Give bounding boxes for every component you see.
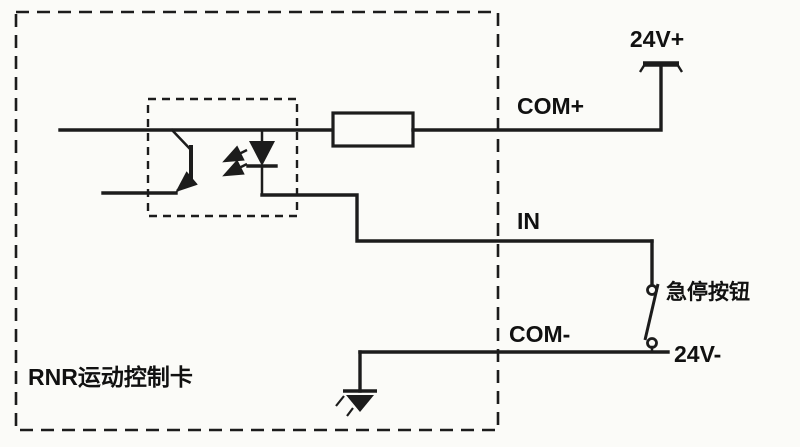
label-card-name: RNR运动控制卡 [28,364,193,390]
light-arrow-1 [222,145,248,163]
optocoupler-box [146,97,299,218]
wire-in [260,193,654,243]
switch-blade [643,283,660,341]
label-com-negative: COM- [509,321,570,347]
ground-hatch-1 [335,395,345,407]
light-arrows-icon [222,145,248,177]
resistor-icon [331,111,415,148]
wire-com-plus [411,64,663,132]
label-estop-button: 急停按钮 [666,280,750,304]
phototransistor-icon [170,128,198,193]
label-supply-positive: 24V+ [630,26,684,52]
led-triangle [249,141,275,166]
estop-switch-icon [643,239,660,354]
earth-ground-icon [335,350,377,417]
led-icon [246,128,278,197]
control-card-boundary [14,10,500,432]
label-com-positive: COM+ [517,93,584,119]
light-arrow-2 [222,159,248,177]
terminal-wing-left [638,63,647,73]
ground-triangle [346,395,374,412]
label-input: IN [517,208,540,234]
phototransistor-emitter-arrow [175,171,198,193]
phototransistor-collector [170,128,193,152]
label-supply-negative: 24V- [674,341,721,367]
terminal-wing-right [675,63,684,73]
ground-hatch-2 [346,407,354,417]
supply-terminal-icon [638,61,684,73]
